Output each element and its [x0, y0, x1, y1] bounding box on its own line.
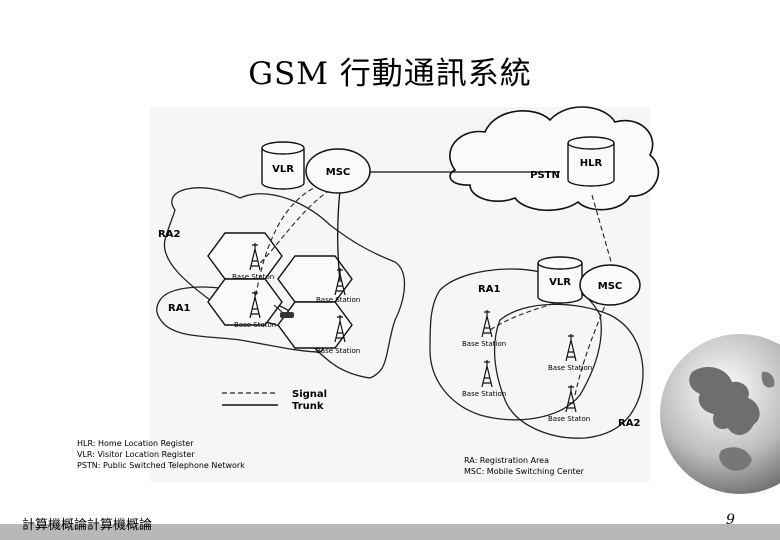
base-station-label: Base Station: [548, 364, 592, 372]
hlr: HLR: [567, 136, 615, 187]
base-station-label: Base Staton: [232, 273, 274, 281]
globe-icon: [660, 334, 780, 494]
ra1-left-label: RA1: [168, 303, 190, 314]
msc-right-label: MSC: [598, 281, 623, 292]
legend-signal-label: Signal: [292, 389, 327, 400]
vlr-left: VLR: [261, 141, 305, 190]
footer-bar: [0, 524, 780, 540]
msc-right: MSC: [579, 264, 641, 306]
footer-course-title: 計算機概論計算機概論: [22, 518, 153, 533]
base-station-label: Base Staton: [234, 321, 276, 329]
base-station-label: Base Staton: [548, 415, 590, 423]
abbreviations-left: HLR: Home Location Register VLR: Visitor…: [77, 439, 245, 470]
ra2-left-label: RA2: [158, 229, 180, 240]
legend-trunk-label: Trunk: [292, 401, 324, 412]
antenna-tower-icon: [249, 291, 261, 319]
abbrev-pstn: PSTN: Public Switched Telephone Network: [77, 461, 245, 470]
ra2-right-region: [493, 303, 644, 439]
abbreviations-right: RA: Registration Area MSC: Mobile Switch…: [464, 456, 585, 476]
vlr-right: VLR: [537, 256, 583, 304]
ra2-right-label: RA2: [618, 418, 640, 429]
slide-title: GSM 行動通訊系統: [248, 56, 532, 92]
abbrev-vlr: VLR: Visitor Location Register: [77, 450, 195, 459]
base-station-label: Base Station: [316, 296, 360, 304]
abbrev-ra: RA: Registration Area: [464, 456, 549, 465]
antenna-tower-icon: [565, 334, 577, 362]
abbrev-hlr: HLR: Home Location Register: [77, 439, 194, 448]
hex-cells-left: [207, 232, 353, 349]
msc-left: MSC: [305, 148, 371, 194]
vlr-left-label: VLR: [272, 164, 294, 175]
base-station-towers: [249, 243, 577, 413]
line-legend: Signal Trunk: [222, 389, 327, 412]
antenna-tower-icon: [334, 315, 346, 343]
hlr-label: HLR: [580, 158, 603, 169]
antenna-tower-icon: [249, 243, 261, 271]
antenna-tower-icon: [481, 360, 493, 388]
base-station-label: Base Station: [462, 390, 506, 398]
antenna-tower-icon: [565, 385, 577, 413]
ra1-right-label: RA1: [478, 284, 500, 295]
ra2-left-region: [163, 187, 406, 379]
pstn-label: PSTN: [530, 170, 560, 181]
page-number: 9: [726, 512, 735, 528]
vlr-right-label: VLR: [549, 277, 571, 288]
base-station-label: Base Station: [462, 340, 506, 348]
msc-left-label: MSC: [326, 167, 351, 178]
antenna-tower-icon: [481, 310, 493, 338]
antenna-tower-icon: [334, 268, 346, 296]
abbrev-msc: MSC: Mobile Switching Center: [464, 467, 585, 476]
base-station-label: Base Station: [316, 347, 360, 355]
mobile-phone-icon: [273, 304, 294, 318]
